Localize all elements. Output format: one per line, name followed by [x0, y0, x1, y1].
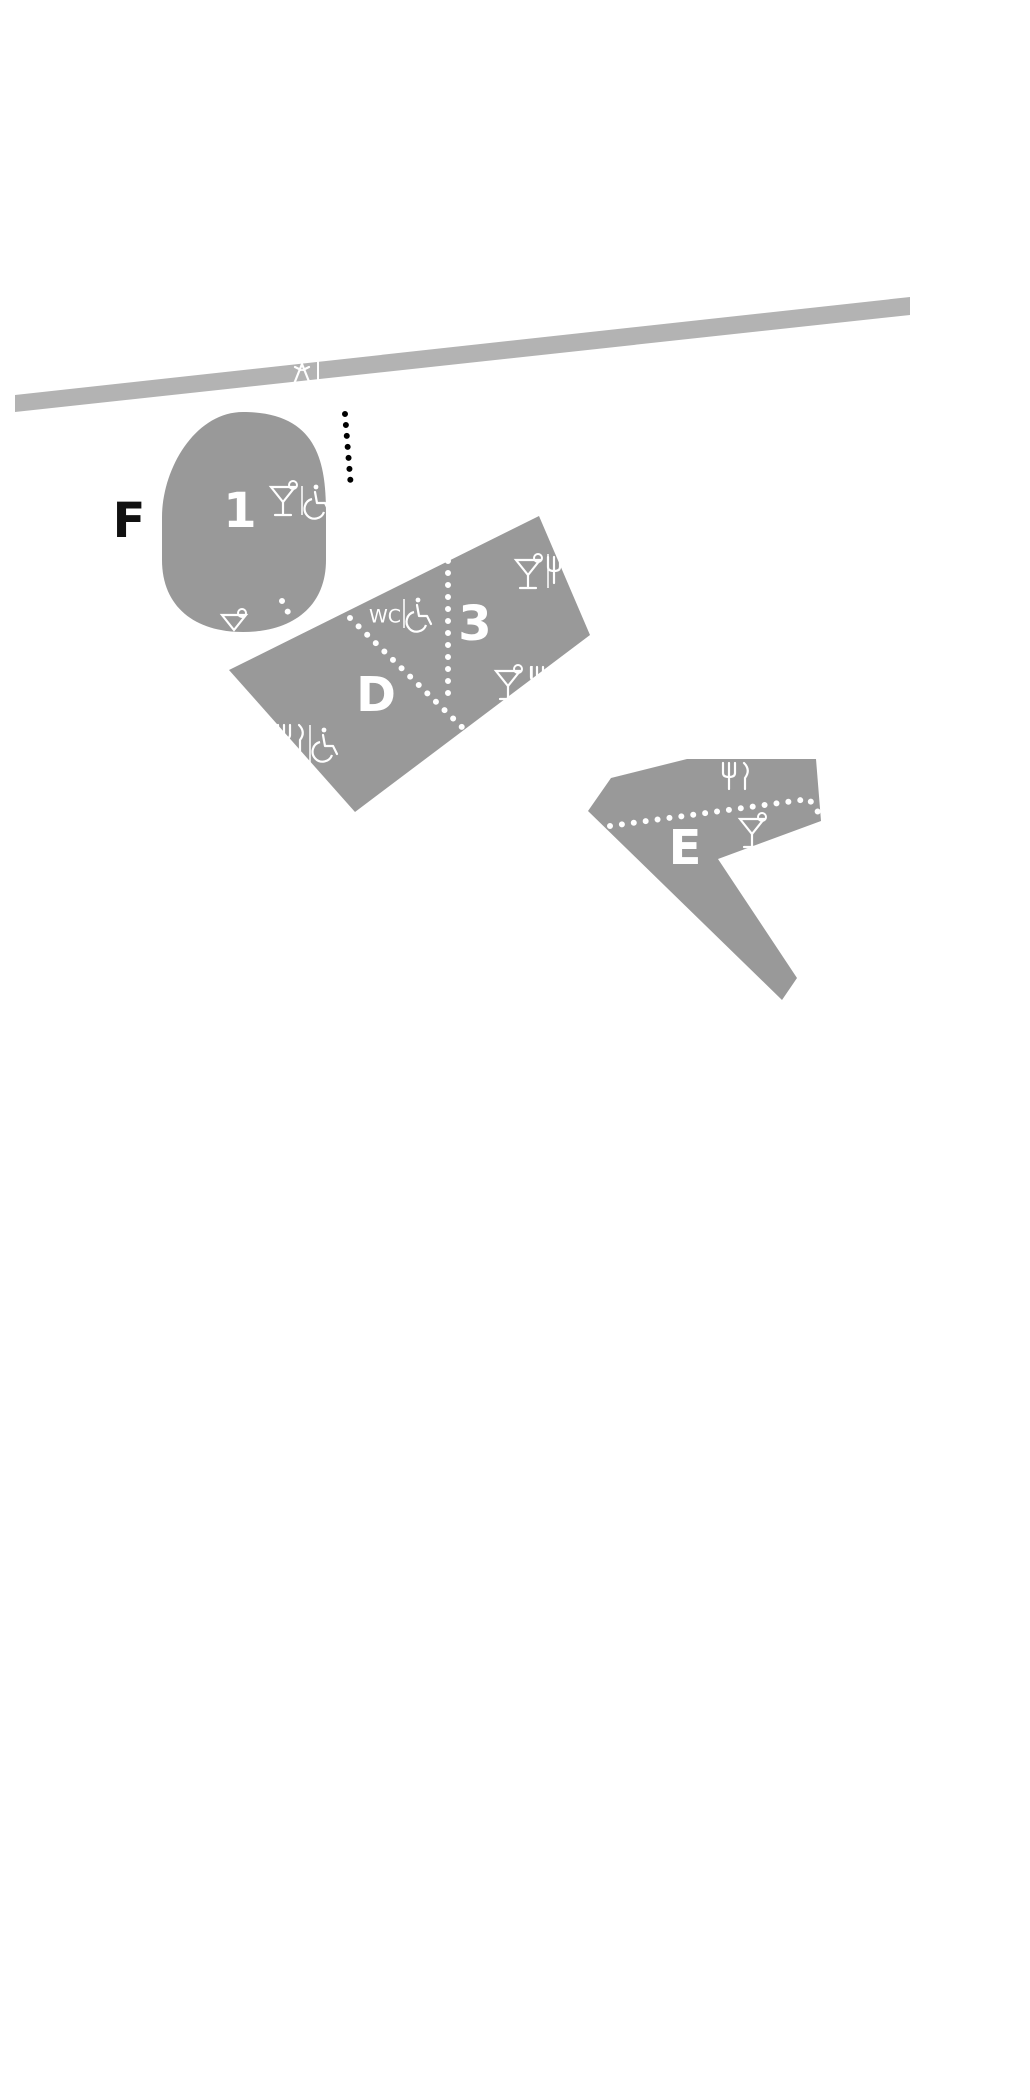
wheelchair-icon: [311, 727, 339, 763]
white-dotted-path: [347, 615, 471, 736]
restaurant-icon: [546, 555, 562, 585]
road-layer: [15, 297, 910, 412]
cocktail-icon: [493, 664, 523, 701]
area-1-icons: [219, 480, 331, 632]
area-1-zone[interactable]: [162, 412, 326, 632]
pedestrian-icon: [292, 357, 319, 386]
area-d-3-shape[interactable]: [229, 516, 590, 812]
wheelchair-icon: [303, 484, 331, 520]
area-3-label: 3: [458, 596, 491, 652]
black-dotted-path: [342, 411, 354, 491]
restaurant-icon: [721, 761, 749, 791]
wc-label: WC: [369, 606, 401, 628]
area-d-icons: WC: [276, 597, 433, 763]
white-dotted-path: [279, 598, 292, 617]
path-layer: [279, 411, 821, 829]
cocktail-icon: [513, 553, 543, 590]
area-e-icons: [721, 761, 767, 849]
area-1-label: 1: [223, 483, 256, 539]
restaurant-icon: [529, 665, 545, 695]
area-f-label: F: [113, 493, 146, 549]
cocktail-icon: [268, 480, 298, 517]
main-road: [15, 297, 910, 412]
cocktail-icon: [737, 812, 767, 849]
area-d-label: D: [356, 667, 396, 723]
map-labels: F 1 3 D E: [113, 483, 702, 876]
restaurant-icon: [276, 723, 304, 753]
area-e-label: E: [669, 820, 702, 876]
area-1-shape[interactable]: [162, 412, 326, 632]
area-d-3-zone[interactable]: [229, 516, 590, 812]
wheelchair-icon: [405, 597, 433, 633]
cocktail-icon: [219, 608, 249, 632]
area-3-icons: [493, 553, 562, 701]
